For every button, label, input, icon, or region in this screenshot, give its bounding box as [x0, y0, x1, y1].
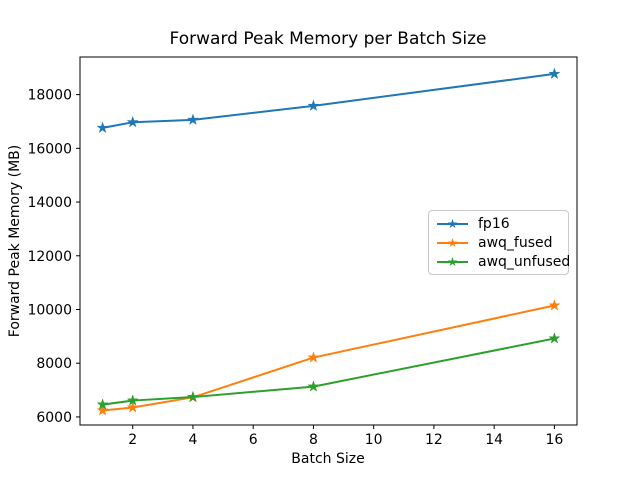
- data-point-marker-fp16: [307, 99, 320, 112]
- legend-item: awq_unfused: [436, 255, 570, 269]
- data-point-marker-awq_fused: [307, 351, 320, 363]
- line-star-swatch-icon: [437, 218, 468, 228]
- line-star-swatch-icon: [437, 237, 468, 247]
- data-point-marker-fp16: [96, 121, 109, 134]
- data-point-marker-awq_unfused: [126, 394, 139, 406]
- data-point-marker-awq_fused: [548, 299, 561, 311]
- legend-label: awq_fused: [478, 234, 553, 251]
- x-tick-label: 12: [425, 432, 443, 448]
- series-line-fp16: [101, 72, 556, 129]
- legend-label: awq_unfused: [478, 253, 571, 270]
- legend-item: awq_fused: [436, 236, 564, 250]
- legend-item: fp16: [436, 217, 564, 231]
- x-tick-label: 8: [309, 432, 318, 448]
- y-tick-label: 8000: [36, 356, 72, 372]
- data-point-marker-awq_unfused: [307, 380, 320, 392]
- y-tick-label: 12000: [27, 249, 72, 265]
- data-point-marker-awq_unfused: [548, 332, 561, 344]
- x-tick-label: 10: [365, 432, 383, 448]
- series-line-awq_unfused: [101, 337, 556, 406]
- legend-label: fp16: [478, 215, 510, 232]
- y-tick-label: 6000: [36, 410, 72, 426]
- x-tick-label: 4: [188, 432, 197, 448]
- line-star-swatch-icon: [437, 256, 468, 266]
- y-tick-label: 10000: [27, 302, 72, 318]
- x-tick-label: 16: [545, 432, 563, 448]
- x-tick-label: 14: [485, 432, 503, 448]
- data-point-marker-awq_fused: [96, 404, 109, 416]
- legend-star-icon: [447, 256, 458, 266]
- legend-star-icon: [447, 218, 458, 228]
- legend: fp16 awq_fused awq_unfused: [428, 210, 570, 275]
- series-line-awq_fused: [101, 304, 556, 412]
- chart-title: Forward Peak Memory per Batch Size: [169, 29, 487, 49]
- x-tick-label: 2: [128, 432, 137, 448]
- x-axis-label: Batch Size: [291, 451, 365, 467]
- axes-frame: [79, 56, 578, 426]
- data-point-marker-awq_fused: [126, 401, 139, 413]
- y-tick-label: 14000: [27, 195, 72, 211]
- y-tick-label: 16000: [27, 141, 72, 157]
- y-tick-label: 18000: [27, 88, 72, 104]
- legend-star-icon: [447, 237, 458, 247]
- data-point-marker-fp16: [186, 113, 200, 126]
- data-point-marker-awq_unfused: [96, 398, 109, 410]
- data-point-marker-fp16: [126, 115, 139, 128]
- data-point-marker-fp16: [548, 67, 561, 80]
- x-tick-label: 6: [249, 432, 258, 448]
- data-point-marker-awq_unfused: [186, 390, 200, 403]
- y-axis-label: Forward Peak Memory (MB): [7, 144, 23, 338]
